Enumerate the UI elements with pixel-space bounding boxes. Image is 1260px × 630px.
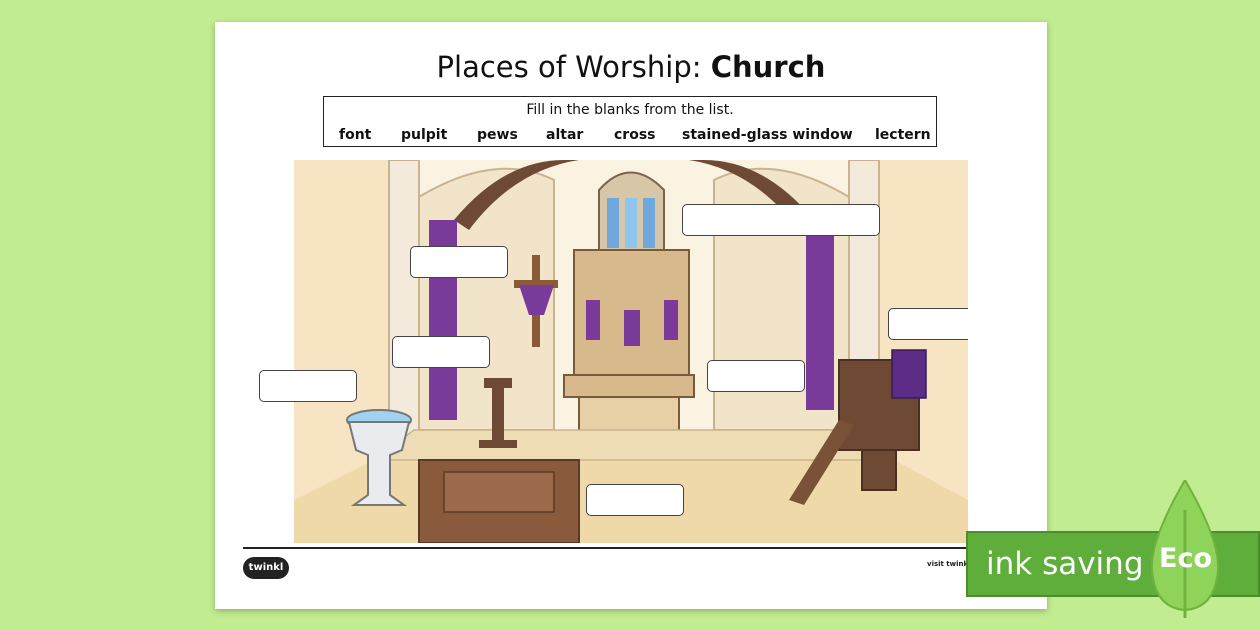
word-font: font: [339, 127, 372, 143]
answer-blank-cross[interactable]: [410, 246, 508, 278]
word-bank-list: font pulpit pews altar cross stained-gla…: [324, 127, 936, 147]
twinkl-logo: twinkl: [243, 557, 289, 579]
answer-blank-pews[interactable]: [586, 484, 684, 516]
answer-blank-pulpit[interactable]: [888, 308, 968, 340]
word-stained-glass-window: stained-glass window: [682, 127, 853, 143]
word-lectern: lectern: [875, 127, 931, 143]
title-bold: Church: [710, 50, 826, 84]
footer-divider: [243, 547, 995, 549]
eco-leaf-icon: [1150, 480, 1220, 618]
answer-blank-stained-glass-window[interactable]: [682, 204, 880, 236]
answer-blank-font[interactable]: [259, 370, 357, 402]
ink-saving-text: ink saving: [986, 546, 1144, 582]
word-pulpit: pulpit: [401, 127, 448, 143]
word-pews: pews: [477, 127, 518, 143]
answer-blank-lectern[interactable]: [392, 336, 490, 368]
answer-blank-altar[interactable]: [707, 360, 805, 392]
visit-link-text: visit twinkl: [927, 560, 971, 568]
church-illustration: [294, 160, 968, 543]
word-cross: cross: [614, 127, 656, 143]
word-bank-box: Fill in the blanks from the list. font p…: [323, 96, 937, 147]
eco-label: Eco: [1159, 543, 1212, 574]
title-prefix: Places of Worship:: [436, 50, 711, 84]
page-title: Places of Worship: Church: [215, 50, 1047, 84]
worksheet-page: Places of Worship: Church Fill in the bl…: [215, 22, 1047, 609]
instructions-text: Fill in the blanks from the list.: [526, 102, 734, 118]
word-altar: altar: [546, 127, 584, 143]
